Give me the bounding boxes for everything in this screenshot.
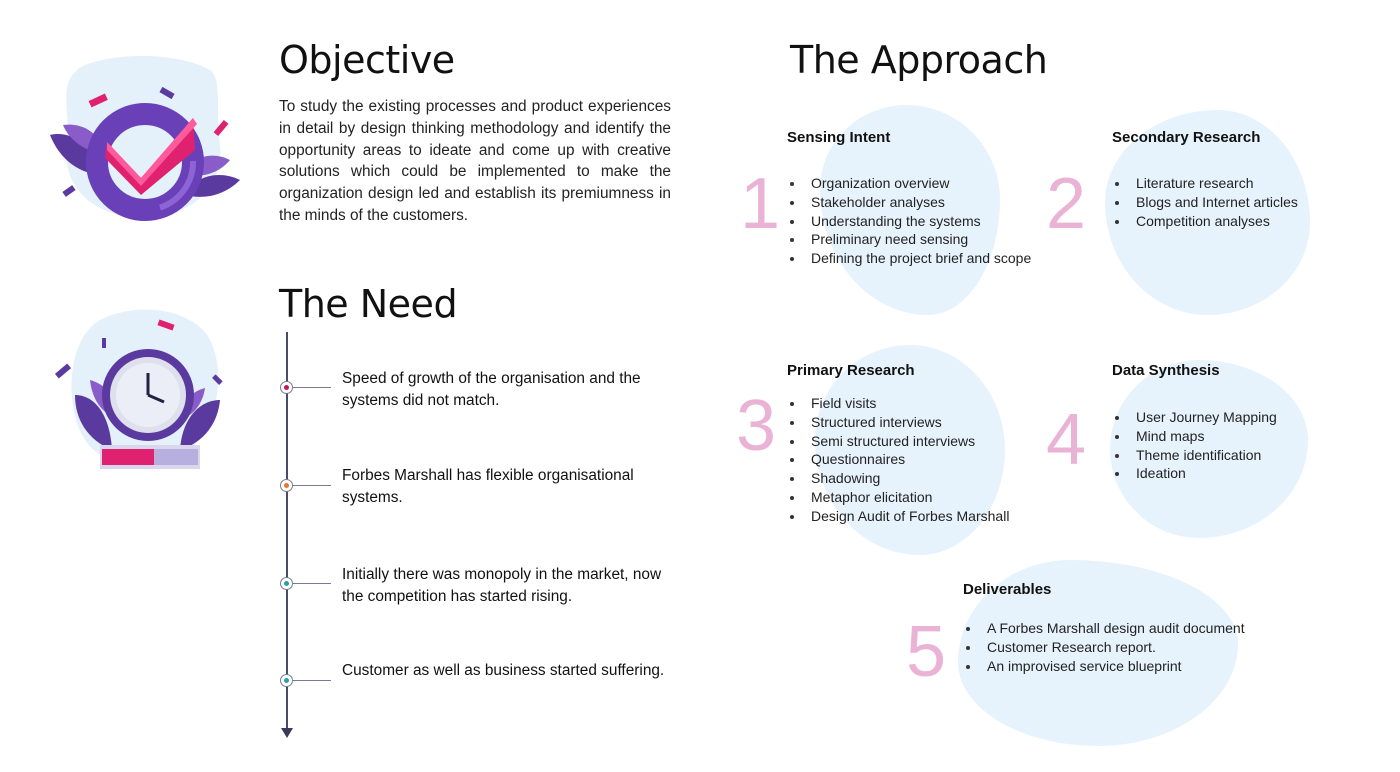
timeline-connector	[293, 387, 331, 388]
clock-progress-icon	[54, 309, 223, 469]
list-item: User Journey Mapping	[1112, 408, 1277, 427]
section-title: Primary Research	[787, 362, 915, 379]
list-item: Blogs and Internet articles	[1112, 193, 1298, 212]
section-list: Field visits Structured interviews Semi …	[787, 394, 1009, 526]
section-list: Organization overview Stakeholder analys…	[787, 174, 1031, 268]
section-title: Data Synthesis	[1112, 362, 1220, 379]
approach-title: The Approach	[790, 38, 1048, 82]
timeline-node	[280, 577, 293, 590]
timeline-line	[286, 332, 288, 730]
section-list: Literature research Blogs and Internet a…	[1112, 174, 1298, 230]
list-item: Structured interviews	[787, 413, 1009, 432]
section-title: Secondary Research	[1112, 129, 1261, 146]
list-item: Metaphor elicitation	[787, 488, 1009, 507]
checkmark-badge-icon	[50, 55, 240, 221]
timeline-connector	[293, 583, 331, 584]
list-item: Organization overview	[787, 174, 1031, 193]
list-item: Design Audit of Forbes Marshall	[787, 507, 1009, 526]
list-item: Customer Research report.	[963, 638, 1245, 657]
section-number: 1	[740, 164, 781, 244]
section-blob	[958, 560, 1238, 746]
section-number: 3	[736, 386, 777, 466]
need-title: The Need	[279, 282, 458, 326]
section-number: 4	[1046, 400, 1087, 480]
list-item: Semi structured interviews	[787, 432, 1009, 451]
section-title: Deliverables	[963, 581, 1052, 598]
list-item: Defining the project brief and scope	[787, 249, 1031, 268]
timeline-node	[280, 381, 293, 394]
need-item: Forbes Marshall has flexible organisatio…	[342, 467, 634, 506]
objective-text: To study the existing processes and prod…	[279, 98, 671, 224]
list-item: Shadowing	[787, 469, 1009, 488]
need-illustration	[50, 300, 235, 485]
section-list: User Journey Mapping Mind maps Theme ide…	[1112, 408, 1277, 483]
objective-illustration	[45, 50, 245, 225]
section-list: A Forbes Marshall design audit document …	[963, 619, 1245, 675]
timeline-connector	[293, 680, 331, 681]
list-item: Literature research	[1112, 174, 1298, 193]
timeline-arrow-icon	[281, 728, 293, 738]
list-item: Questionnaires	[787, 450, 1009, 469]
list-item: Mind maps	[1112, 427, 1277, 446]
list-item: Theme identification	[1112, 446, 1277, 465]
list-item: Field visits	[787, 394, 1009, 413]
list-item: A Forbes Marshall design audit document	[963, 619, 1245, 638]
section-blob	[815, 345, 1005, 555]
timeline-node	[280, 674, 293, 687]
section-blob	[1110, 360, 1308, 538]
need-item: Speed of growth of the organisation and …	[342, 370, 641, 409]
list-item: Ideation	[1112, 464, 1277, 483]
section-number: 2	[1046, 164, 1087, 244]
need-item: Initially there was monopoly in the mark…	[342, 566, 662, 605]
section-blob	[1105, 110, 1310, 315]
timeline-node	[280, 479, 293, 492]
list-item: Competition analyses	[1112, 212, 1298, 231]
need-item: Customer as well as business started suf…	[342, 662, 665, 679]
list-item: Understanding the systems	[787, 212, 1031, 231]
timeline-connector	[293, 485, 331, 486]
section-number: 5	[906, 612, 947, 692]
list-item: Preliminary need sensing	[787, 230, 1031, 249]
list-item: Stakeholder analyses	[787, 193, 1031, 212]
objective-title: Objective	[279, 38, 455, 82]
section-title: Sensing Intent	[787, 129, 891, 146]
list-item: An improvised service blueprint	[963, 657, 1245, 676]
